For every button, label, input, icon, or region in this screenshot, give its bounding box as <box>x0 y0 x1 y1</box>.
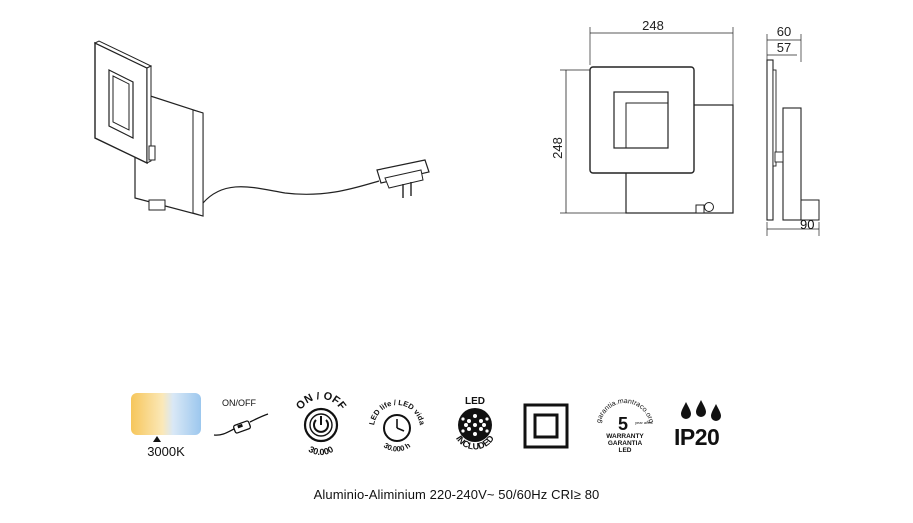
led-top-text: LED <box>465 396 485 407</box>
touch-bottom-text: 30.000 <box>307 444 335 457</box>
led-life-icon: LED life / LED vida 30.000 h <box>367 398 427 454</box>
product-specification-text: Aluminio-Aliminium 220-240V~ 50/60Hz CRI… <box>313 487 600 502</box>
switch-label: ON/OFF <box>222 398 256 408</box>
svg-text:30.000 h: 30.000 h <box>382 441 412 454</box>
front-height-dimension: 248 <box>550 137 565 159</box>
svg-text:INCLUDED: INCLUDED <box>454 433 496 452</box>
side-depth-inner-dimension: 57 <box>777 40 791 55</box>
warranty-icon: garantia.mantraco.org 5 year años WARRAN… <box>596 398 655 454</box>
ip-rating-label: IP20 <box>674 424 720 450</box>
warranty-line3: LED <box>619 447 632 454</box>
warranty-line2: GARANTIA <box>608 440 643 447</box>
side-base-dimension: 90 <box>800 217 815 232</box>
led-bottom-text: INCLUDED <box>454 433 496 452</box>
warranty-years: 5 <box>618 414 628 434</box>
class-ii-insulation-icon <box>523 403 569 449</box>
water-drops-icon <box>681 400 721 421</box>
color-temperature-label: 3000K <box>147 444 185 459</box>
warranty-small-text: year años <box>635 420 653 425</box>
svg-text:30.000: 30.000 <box>307 444 335 457</box>
color-temperature-icon <box>131 393 201 435</box>
triangle-marker-icon <box>153 436 161 442</box>
product-perspective-drawing <box>93 40 430 217</box>
side-view-drawing: 60 57 <box>766 24 820 236</box>
inline-switch-icon <box>213 413 269 436</box>
led-included-icon: LED INCLUDED <box>454 396 496 452</box>
warranty-line1: WARRANTY <box>606 433 644 440</box>
side-depth-top-dimension: 60 <box>777 24 791 39</box>
led-life-bottom-text: 30.000 h <box>382 441 412 454</box>
front-width-dimension: 248 <box>642 18 664 33</box>
front-view-drawing: 248 248 <box>550 18 734 214</box>
touch-on-off-icon: ON / OFF 30.000 <box>294 392 348 457</box>
